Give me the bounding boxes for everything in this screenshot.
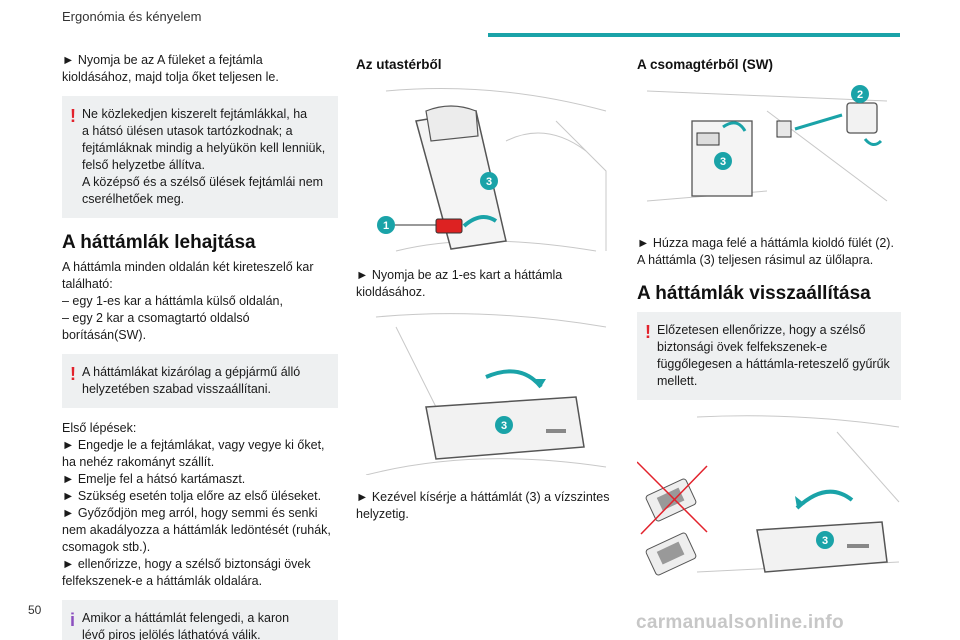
info-note-red-mark: i Amikor a háttámlát felengedi, a karon … <box>62 600 338 640</box>
page-number: 50 <box>28 603 42 617</box>
svg-text:1: 1 <box>383 220 389 232</box>
exclamation-icon: ! <box>645 322 651 342</box>
figure-restore-backrest: 3 <box>637 412 901 582</box>
header-title: Ergonómia és kényelem <box>62 9 202 24</box>
exclamation-icon: ! <box>70 106 76 126</box>
restore-backrest-illustration: 3 <box>637 415 900 576</box>
intro-text: ► Nyomja be az A füleket a fejtámla kiol… <box>62 53 279 84</box>
fold-backrest-illustration: 3 <box>365 313 607 475</box>
callout-3 <box>816 531 834 549</box>
callout-2 <box>851 85 869 103</box>
watermark: carmanualsonline.info <box>636 612 844 633</box>
callout-1 <box>377 216 395 234</box>
figure-seat-lever: 3 1 <box>356 81 618 253</box>
column-left: ► Nyomja be az A füleket a fejtámla kiol… <box>62 52 338 640</box>
subtitle-from-trunk: A csomagtérből (SW) <box>637 57 774 72</box>
callout-3 <box>495 416 513 434</box>
svg-text:3: 3 <box>486 176 492 188</box>
section-title-folding: A háttámlák lehajtása <box>62 232 256 253</box>
svg-text:3: 3 <box>822 535 828 547</box>
exclamation-icon: ! <box>70 364 76 384</box>
column-right: A csomagtérből (SW) 3 2 ► Húzza maga fel… <box>637 52 901 596</box>
callout-3 <box>714 152 732 170</box>
header-accent-bar <box>488 33 900 37</box>
step-press-lever: ► Nyomja be az 1-es kart a háttámla kiol… <box>356 268 563 299</box>
svg-text:2: 2 <box>857 89 863 101</box>
step-guide-backrest: ► Kezével kísérje a háttámlát (3) a vízs… <box>356 490 610 521</box>
trunk-release-illustration: 3 2 <box>646 85 888 202</box>
seat-lever-illustration: 3 1 <box>377 88 607 252</box>
section-title-restoring: A háttámlák visszaállítása <box>637 283 871 304</box>
warning-note-stationary: ! A háttámlákat kizárólag a gépjármű áll… <box>62 354 338 408</box>
subtitle-from-cabin: Az utastérből <box>356 57 442 72</box>
folding-description: A háttámla minden oldalán két kireteszel… <box>62 260 314 342</box>
svg-text:3: 3 <box>720 156 726 168</box>
step-pull-tab: ► Húzza maga felé a háttámla kioldó fülé… <box>637 236 894 267</box>
warning-note-headrests: ! Ne közlekedjen kiszerelt fejtámlákkal,… <box>62 96 338 218</box>
first-steps: Első lépések: ► Engedje le a fejtámlákat… <box>62 421 331 588</box>
figure-fold-backrest: 3 <box>356 307 618 475</box>
info-icon: i <box>70 610 76 630</box>
column-middle: Az utastérből 3 1 ► Nyomja be az 1-es ka… <box>356 52 618 529</box>
figure-trunk-release: 3 2 <box>637 81 901 221</box>
warning-note-belts: ! Előzetesen ellenőrizze, hogy a szélső … <box>637 312 901 400</box>
svg-text:3: 3 <box>501 420 507 432</box>
callout-3 <box>480 172 498 190</box>
